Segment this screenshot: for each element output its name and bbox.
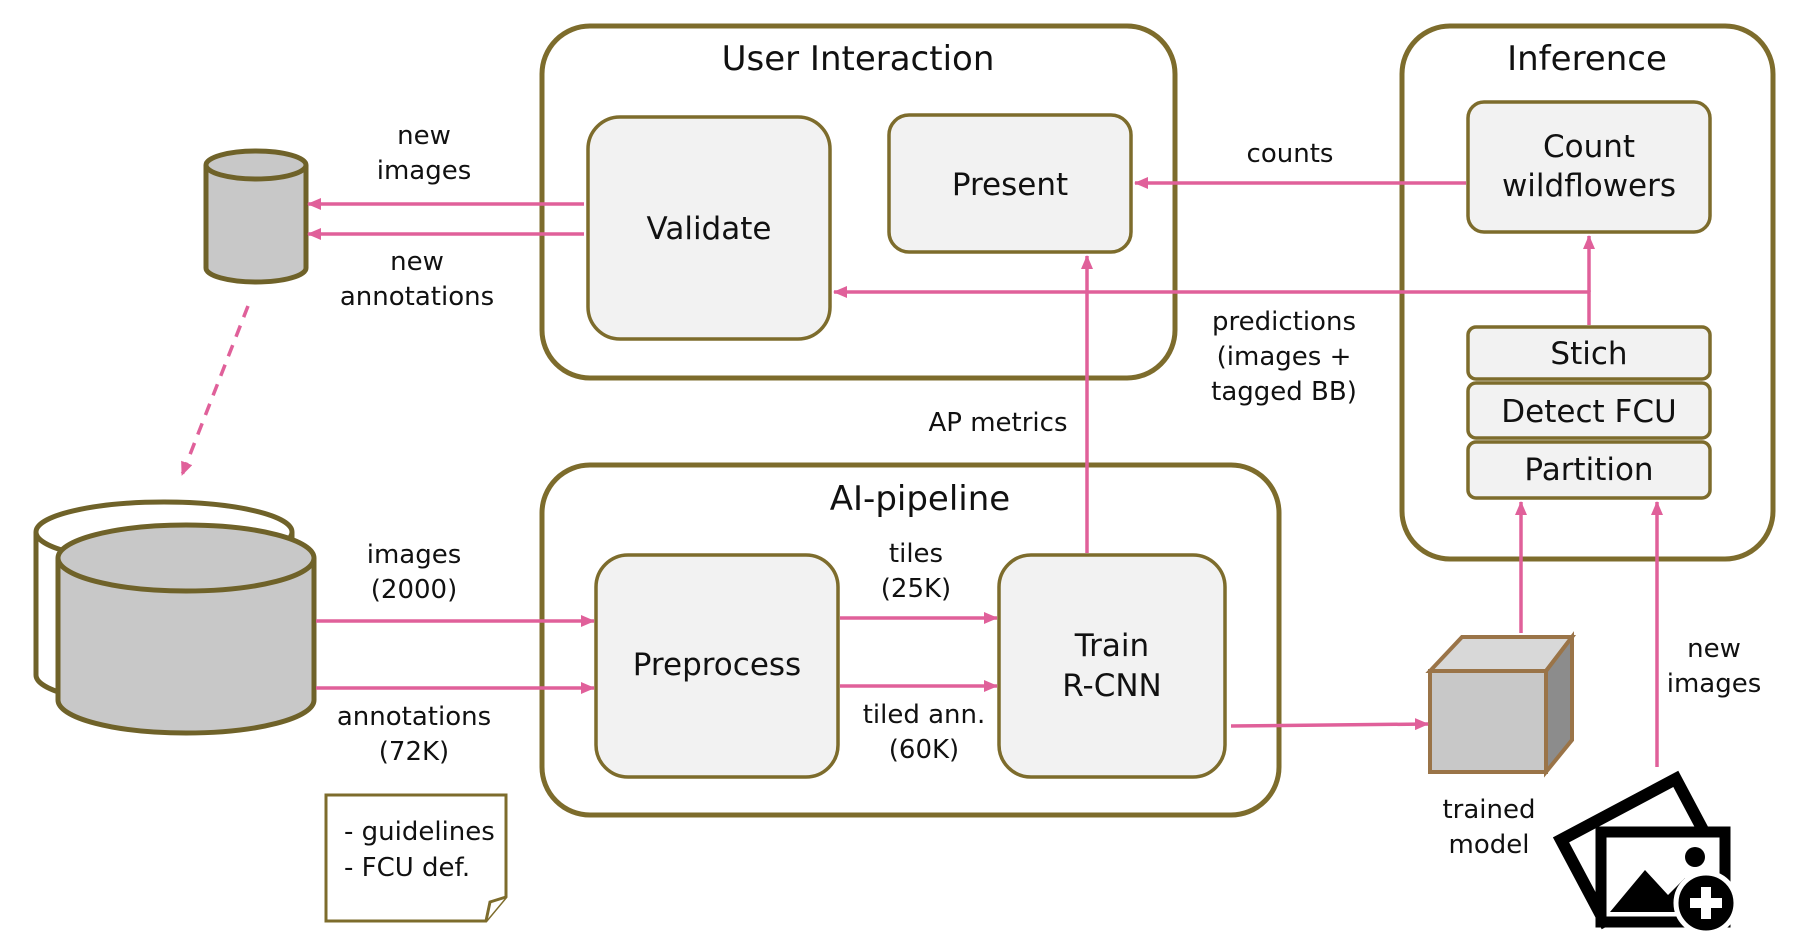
detect-fcu-node — [1466, 381, 1712, 440]
train-to-model-arrow — [1230, 718, 1429, 731]
train-label-line1: Train — [1074, 628, 1149, 664]
predictions-label-line3: tagged BB) — [1211, 377, 1357, 407]
new-images-right-label-line1: new — [1687, 634, 1741, 664]
partition-label: Partition — [1524, 452, 1653, 488]
train-label-line2: R-CNN — [1062, 668, 1162, 704]
partition-node — [1466, 440, 1712, 500]
tiles-label-line1: tiles — [889, 539, 943, 569]
images-2000-label-line1: images — [367, 540, 462, 570]
ai-pipeline-title: AI-pipeline — [830, 479, 1010, 519]
predictions-label-line2: (images + — [1217, 342, 1352, 372]
tiled-ann-label-line2: (60K) — [889, 735, 959, 765]
document-note-icon — [324, 793, 508, 923]
user-interaction-title: User Interaction — [722, 39, 995, 79]
new-annotations-label-line1: new — [390, 247, 444, 277]
tiled-ann-label-line1: tiled ann. — [863, 700, 986, 730]
count-label-line2: wildflowers — [1502, 168, 1676, 204]
new-images-label-line1: new — [397, 121, 451, 151]
preprocess-label: Preprocess — [633, 647, 801, 683]
database-stack-icon — [33, 499, 317, 736]
annotations-72k-label-line2: (72K) — [379, 737, 449, 767]
present-label: Present — [952, 167, 1068, 203]
database-icon — [203, 148, 309, 285]
cube-icon — [1425, 631, 1577, 778]
preprocess-node — [594, 553, 840, 779]
detect-fcu-label: Detect FCU — [1501, 394, 1676, 430]
predictions-label-line1: predictions — [1212, 307, 1356, 337]
inference-title: Inference — [1507, 39, 1667, 79]
note-line-guidelines: - guidelines — [344, 817, 495, 847]
stich-node — [1466, 325, 1712, 381]
present-node — [887, 113, 1133, 254]
db-to-dataset-dashed-arrow — [180, 305, 250, 476]
count-wildflowers-node — [1466, 100, 1712, 234]
note-line-fcu-def: - FCU def. — [344, 853, 470, 883]
tiles-label-line2: (25K) — [881, 574, 951, 604]
trained-model-label-line2: model — [1449, 830, 1530, 860]
train-rcnn-node — [997, 553, 1227, 779]
add-image-icon — [1552, 770, 1739, 936]
trained-model-label-line1: trained — [1442, 795, 1535, 825]
count-label-line1: Count — [1543, 129, 1635, 165]
new-images-right-label-line2: images — [1667, 669, 1762, 699]
new-annotations-label-line2: annotations — [340, 282, 494, 312]
new-images-label-line2: images — [377, 156, 472, 186]
ap-metrics-label: AP metrics — [928, 408, 1067, 438]
annotations-72k-label-line1: annotations — [337, 702, 491, 732]
validate-node — [586, 115, 832, 341]
stich-label: Stich — [1550, 336, 1627, 372]
counts-label: counts — [1247, 139, 1334, 169]
images-2000-label-line2: (2000) — [371, 575, 457, 605]
validate-label: Validate — [647, 211, 772, 247]
